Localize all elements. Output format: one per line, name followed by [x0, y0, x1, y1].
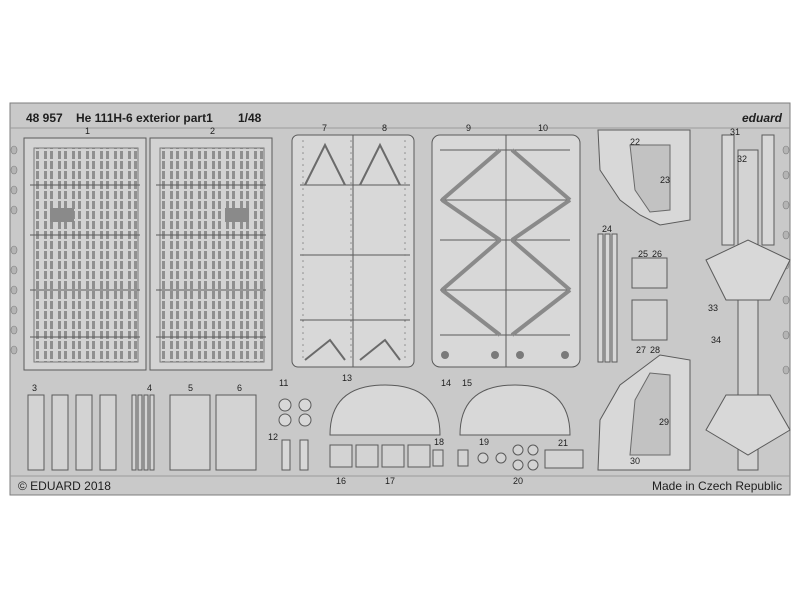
part-29-30-brackets [597, 354, 691, 471]
label-p23: 23 [660, 175, 670, 185]
label-p5: 5 [188, 383, 193, 393]
label-p29: 29 [659, 417, 669, 427]
edge-tabs [10, 145, 790, 375]
label-p4: 4 [147, 383, 152, 393]
label-p13: 13 [342, 373, 352, 383]
label-p1: 1 [85, 126, 90, 136]
label-p21: 21 [558, 438, 568, 448]
part-number-labels: 1 2 7 8 9 10 22 23 24 25 26 27 28 29 30 … [32, 123, 747, 486]
parts-16-21-smalls [329, 444, 584, 471]
label-p17: 17 [385, 476, 395, 486]
label-p9: 9 [466, 123, 471, 133]
part-9-10-panels [431, 134, 581, 368]
label-p11: 11 [279, 378, 288, 388]
kit-scale: 1/48 [238, 111, 262, 125]
kit-title: He 111H-6 exterior part1 [76, 111, 213, 125]
label-p26: 26 [652, 249, 662, 259]
label-p33: 33 [708, 303, 718, 313]
parts-3-4-strips [27, 394, 155, 471]
part-25-28-small [631, 257, 668, 341]
label-p20: 20 [513, 476, 523, 486]
label-p3: 3 [32, 383, 37, 393]
part-2-panel [149, 137, 273, 371]
part-7-8-panels [291, 134, 415, 368]
part-31-34-column [705, 134, 791, 471]
brand-logo-text: eduard [742, 111, 783, 125]
label-p18: 18 [434, 437, 444, 447]
label-p34: 34 [711, 335, 721, 345]
label-p8: 8 [382, 123, 387, 133]
part-24-strips [597, 233, 618, 363]
label-p24: 24 [602, 224, 612, 234]
label-p22: 22 [630, 137, 640, 147]
label-p32: 32 [737, 154, 747, 164]
label-p19: 19 [479, 437, 489, 447]
label-p12: 12 [268, 432, 278, 442]
parts-11-12-discs [278, 398, 312, 471]
label-p10: 10 [538, 123, 548, 133]
label-p28: 28 [650, 345, 660, 355]
part-22-23-brackets [597, 129, 691, 226]
label-p2: 2 [210, 126, 215, 136]
origin-text: Made in Czech Republic [652, 479, 782, 493]
label-p30: 30 [630, 456, 640, 466]
label-p31: 31 [730, 127, 740, 137]
label-p27: 27 [636, 345, 646, 355]
copyright-text: © EDUARD 2018 [18, 479, 111, 493]
parts-13-15-hoods [329, 384, 571, 436]
label-p16: 16 [336, 476, 346, 486]
label-p6: 6 [237, 383, 242, 393]
label-p14: 14 [441, 378, 451, 388]
kit-number: 48 957 [26, 111, 63, 125]
label-p15: 15 [462, 378, 472, 388]
parts-5-6-boxes [169, 394, 257, 471]
label-p7: 7 [322, 123, 327, 133]
label-p25: 25 [638, 249, 648, 259]
part-1-panel [23, 137, 147, 371]
